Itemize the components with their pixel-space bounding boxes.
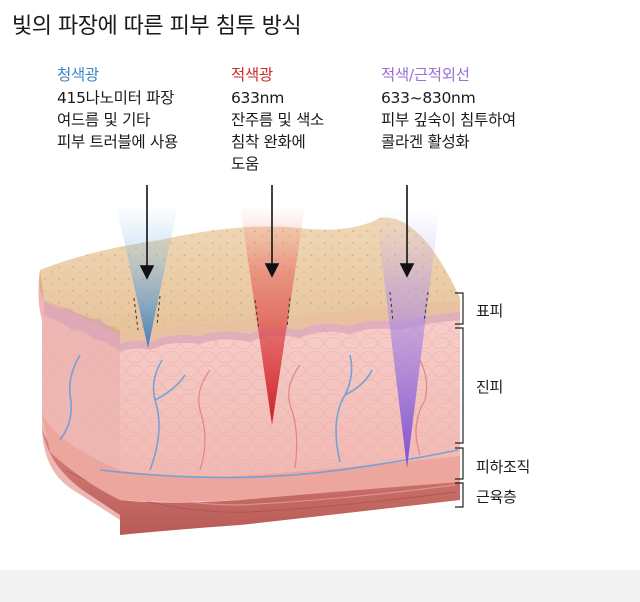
- red-light-block: 적색광 633nm 잔주름 및 색소 침착 완화에 도움: [231, 64, 324, 175]
- page-title: 빛의 파장에 따른 피부 침투 방식: [12, 14, 302, 39]
- blue-light-block: 청색광 415나노미터 파장 여드름 및 기타 피부 트러블에 사용: [57, 64, 178, 153]
- footer-band: [0, 570, 640, 602]
- red-light-line: 도움: [231, 155, 259, 173]
- blue-light-line: 415나노미터 파장: [57, 89, 175, 107]
- red-light-line: 잔주름 및 색소: [231, 111, 325, 129]
- red-light-name: 적색광: [231, 66, 273, 84]
- blue-light-name: 청색광: [57, 66, 99, 84]
- nir-light-beam: [375, 205, 440, 468]
- epidermis-layer: [120, 300, 460, 344]
- nir-light-block: 적색/근적외선 633~830nm 피부 깊숙이 침투하여 콜라겐 활성화: [381, 64, 516, 153]
- nir-light-line: 633~830nm: [381, 89, 476, 107]
- dermis-label: 진피: [476, 378, 504, 396]
- subcutis-layer: [42, 415, 460, 502]
- muscle-layer: [42, 430, 460, 535]
- epidermis-label: 표피: [476, 302, 504, 320]
- blood-vessels: [59, 354, 459, 479]
- blue-light-line: 여드름 및 기타: [57, 111, 151, 129]
- subcutis-label: 피하조직: [476, 458, 531, 476]
- blue-light-line: 피부 트러블에 사용: [57, 133, 178, 151]
- red-light-line: 침착 완화에: [231, 133, 306, 151]
- nir-light-line: 피부 깊숙이 침투하여: [381, 111, 516, 129]
- muscle-label: 근육층: [476, 488, 517, 506]
- red-light-line: 633nm: [231, 89, 285, 107]
- nir-light-name: 적색/근적외선: [381, 66, 470, 84]
- red-light-beam: [240, 205, 305, 425]
- layer-brackets: [455, 292, 464, 508]
- nir-light-line: 콜라겐 활성화: [381, 133, 470, 151]
